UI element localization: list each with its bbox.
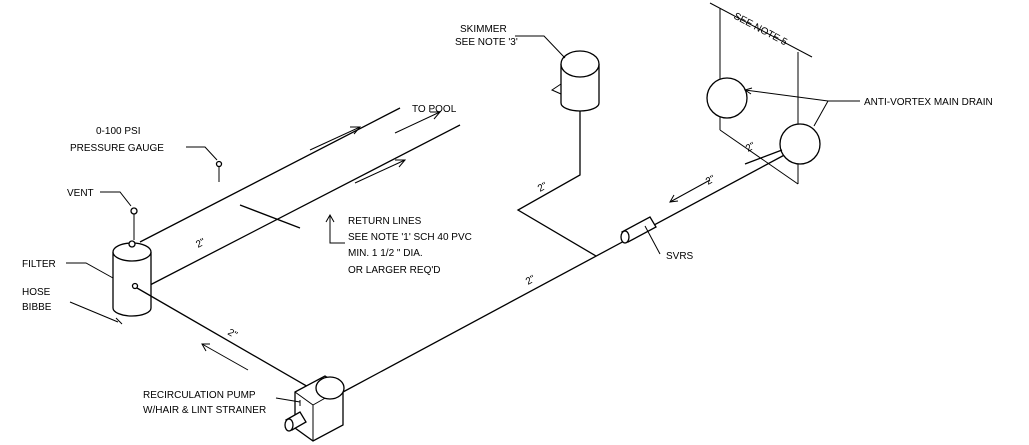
filter (66, 240, 152, 325)
vent-label: VENT (67, 188, 94, 199)
main-drain-2 (744, 123, 821, 165)
dim-drain-line-b: 2" (744, 140, 758, 154)
return-lines (139, 107, 461, 286)
return-pipe-lower (149, 124, 461, 286)
main-suction-line (342, 151, 791, 393)
skimmer (515, 35, 600, 112)
dim-pump-filter: 2" (226, 327, 240, 341)
hose-label: HOSE (22, 287, 51, 298)
flow-arrow-drain (669, 179, 711, 203)
return-manifold-edge (239, 204, 301, 229)
vent (100, 191, 138, 240)
dim-drain-line-a: 2" (704, 173, 718, 187)
svrs-valve (620, 216, 661, 255)
return-lines-label: RETURN LINES (348, 216, 422, 227)
anti-vortex-leaders (743, 87, 860, 127)
filter-label: FILTER (22, 259, 56, 270)
skimmer-note-label: SEE NOTE '3' (455, 37, 518, 48)
anti-vortex-label: ANTI-VORTEX MAIN DRAIN (864, 97, 993, 108)
main-drain-1 (706, 77, 748, 119)
bibbe-label: BIBBE (22, 302, 52, 313)
skimmer-label: SKIMMER (460, 24, 507, 35)
skimmer-line (516, 110, 597, 257)
gauge-name-label: PRESSURE GAUGE (70, 143, 164, 154)
return-note-label: SEE NOTE '1' SCH 40 PVC (348, 232, 472, 243)
see-note-5-leader (709, 2, 813, 58)
hose-bibbe-stub (115, 317, 123, 325)
recirculation-pump (275, 375, 345, 442)
pump-label: RECIRCULATION PUMP (143, 390, 256, 401)
return-lines-leader (329, 215, 345, 244)
see-note-5-label: SEE NOTE 5 (732, 11, 790, 49)
flow-arrow-to-pool (394, 111, 442, 134)
dim-skimmer-line: 2" (536, 180, 550, 194)
to-pool-label: TO POOL (412, 104, 457, 115)
dim-main-line: 2" (524, 273, 538, 287)
pump-strainer-label: W/HAIR & LINT STRAINER (143, 405, 266, 416)
flow-arrow-return-2 (354, 159, 407, 184)
flow-arrow-return-1 (309, 126, 362, 151)
gauge-range-label: 0-100 PSI (96, 126, 140, 137)
pump-to-filter-pipe (136, 287, 311, 389)
svrs-label: SVRS (666, 251, 694, 262)
flow-arrow-pump-filter (201, 343, 249, 371)
return-dia-label: MIN. 1 1/2 " DIA. (348, 248, 423, 259)
return-req-label: OR LARGER REQ'D (348, 265, 440, 276)
dim-filter-pipe: 2" (194, 236, 208, 250)
pressure-gauge (186, 146, 223, 182)
